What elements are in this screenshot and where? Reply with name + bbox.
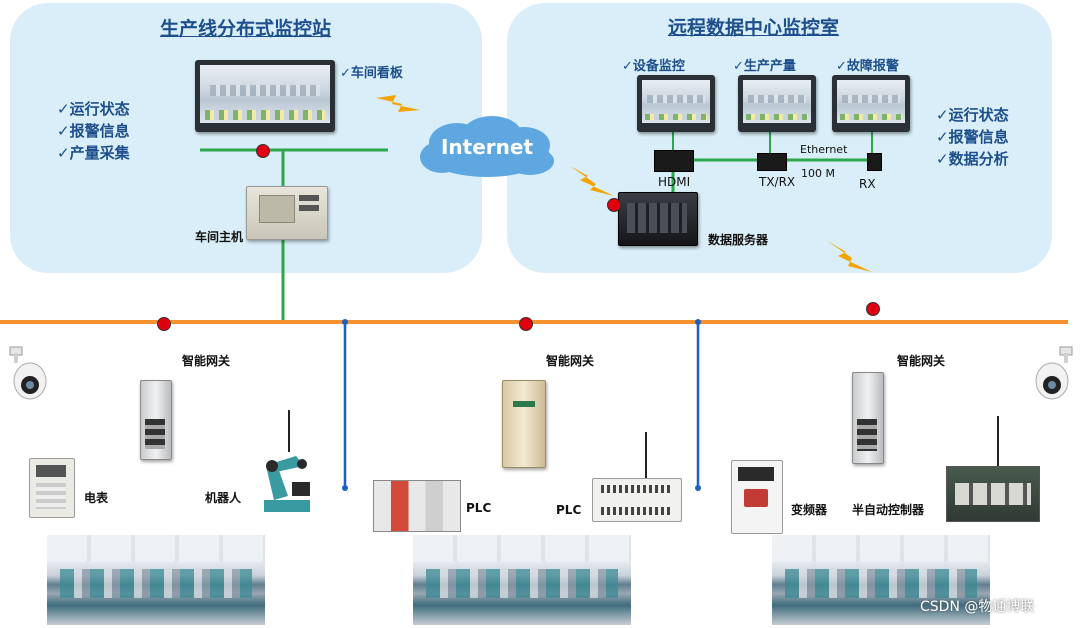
node-dot	[256, 144, 270, 158]
host-computer-icon	[246, 186, 328, 240]
txrx-box	[757, 153, 787, 171]
server-label: 数据服务器	[708, 233, 769, 247]
ethernet-label: Ethernet	[800, 143, 848, 156]
workshop-board-monitor	[195, 60, 335, 132]
plc-label: PLC	[466, 501, 492, 515]
production-line-photo	[772, 535, 990, 625]
lightning-icon	[826, 240, 872, 272]
rx-box	[867, 153, 882, 171]
hdmi-box	[654, 150, 694, 172]
right-function-list: ✓运行状态 ✓报警信息 ✓数据分析	[936, 104, 1009, 170]
server-icon	[618, 192, 698, 246]
right-center-panel	[507, 3, 1052, 273]
production-line-photo	[47, 535, 265, 625]
rx-label: RX	[859, 177, 876, 191]
right-center-title: 远程数据中心监控室	[668, 17, 840, 39]
right-function-item: ✓运行状态	[936, 106, 1009, 124]
inverter-label: 变频器	[791, 503, 828, 517]
camera-icon	[4, 345, 48, 405]
gateway-label: 智能网关	[897, 354, 946, 368]
lightning-icon	[376, 95, 420, 112]
node-dot	[866, 302, 880, 316]
production-line-photo	[413, 535, 631, 625]
hdmi-label: HDMI	[658, 175, 691, 189]
meter-label: 电表	[84, 491, 109, 505]
node-dot	[519, 317, 533, 331]
robot-label: 机器人	[205, 491, 242, 505]
left-function-list: ✓运行状态 ✓报警信息 ✓产量采集	[57, 98, 130, 164]
plc-icon	[592, 478, 682, 522]
node-dot	[157, 317, 171, 331]
watermark: CSDN @物通博联	[920, 599, 1035, 615]
gateway-label: 智能网关	[546, 354, 595, 368]
cloud-icon: Internet	[412, 115, 562, 181]
internet-label: Internet	[440, 135, 534, 159]
left-function-item: ✓产量采集	[57, 144, 130, 162]
left-function-item: ✓运行状态	[57, 100, 130, 118]
gateway-icon	[852, 372, 884, 464]
semi-auto-label: 半自动控制器	[852, 503, 925, 517]
bus-junction	[342, 485, 348, 491]
bus-junction	[695, 485, 701, 491]
controller-icon	[946, 466, 1040, 522]
monitor-label: ✓生产产量	[733, 59, 796, 74]
inverter-icon	[731, 460, 783, 534]
monitor-icon	[738, 75, 816, 132]
left-function-item: ✓报警信息	[57, 122, 130, 140]
meter-icon	[29, 458, 75, 518]
speed-label: 100 M	[801, 167, 835, 180]
lightning-icon	[570, 166, 614, 196]
robot-arm-icon	[248, 452, 318, 514]
workshop-board-label: ✓车间看板	[340, 66, 403, 81]
bus-junction	[695, 319, 701, 325]
plc-label: PLC	[556, 503, 582, 517]
bus-junction	[342, 319, 348, 325]
monitor-label: ✓故障报警	[836, 59, 899, 74]
left-station-title: 生产线分布式监控站	[160, 18, 332, 40]
plc-icon	[373, 480, 461, 532]
node-dot	[607, 198, 621, 212]
right-function-item: ✓数据分析	[936, 150, 1009, 168]
monitor-icon	[637, 75, 715, 132]
txrx-label: TX/RX	[759, 175, 796, 189]
host-label: 车间主机	[195, 230, 244, 244]
gateway-icon	[502, 380, 546, 468]
gateway-icon	[140, 380, 172, 460]
gateway-label: 智能网关	[182, 354, 231, 368]
monitor-icon	[832, 75, 910, 132]
right-function-item: ✓报警信息	[936, 128, 1009, 146]
monitor-label: ✓设备监控	[622, 59, 685, 74]
camera-icon	[1034, 345, 1078, 405]
